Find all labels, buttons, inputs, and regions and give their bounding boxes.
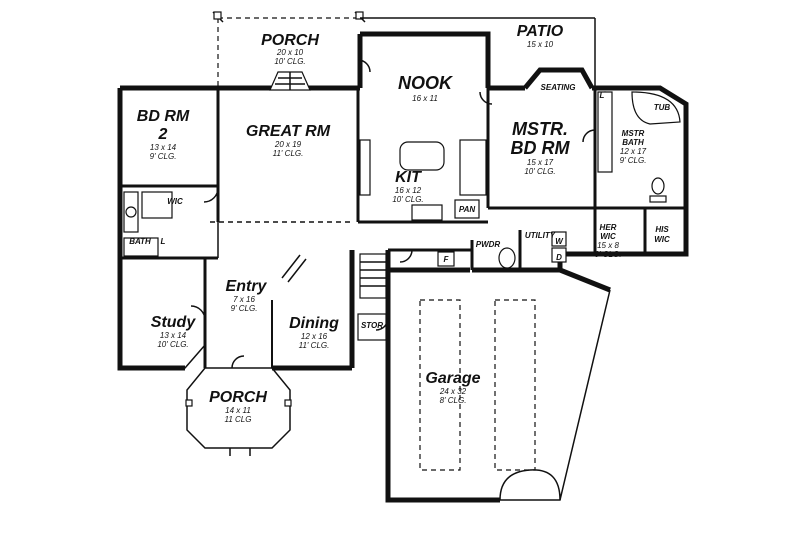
kitchen-counter-icon [359,139,487,221]
room-entry: Entry 7 x 16 9' CLG. [226,278,268,313]
room-her-wic: HER WIC 15 x 8 9' CLG. [595,223,622,259]
svg-text:2: 2 [158,126,168,143]
room-nook: NOOK 16 x 11 [398,73,454,103]
tub-icon [631,91,681,125]
entry-stair-icon [281,254,307,283]
room-patio: PATIO 15 x 10 [517,23,564,49]
room-great-rm: GREAT RM 20 x 19 11' CLG. [246,123,331,158]
room-kit: KIT 16 x 12 10' CLG. [392,169,423,204]
svg-text:11 CLG: 11 CLG [225,415,252,424]
svg-text:16 x 11: 16 x 11 [412,94,438,103]
svg-text:9' CLG.: 9' CLG. [595,250,622,259]
toilet-icon [649,177,667,203]
pwdr-label: PWDR [476,240,501,249]
svg-text:12 x 16: 12 x 16 [301,332,328,341]
stor-label: STOR [361,321,383,330]
svg-text:11' CLG.: 11' CLG. [299,341,330,350]
svg-text:BATH: BATH [622,138,644,147]
rear-porch-outline [212,11,366,88]
garage-storage [357,313,387,341]
d-label: D [556,253,562,262]
room-his-wic: HIS WIC [654,225,670,244]
room-mstr-bath: MSTR BATH 12 x 17 9' CLG. [620,129,647,165]
wic-label: WIC [167,197,183,206]
svg-text:10' CLG.: 10' CLG. [392,195,423,204]
room-study: Study 13 x 14 10' CLG. [151,314,197,349]
svg-text:GREAT RM: GREAT RM [246,123,331,140]
svg-text:24 x 32: 24 x 32 [439,387,467,396]
svg-text:8' CLG.: 8' CLG. [440,396,467,405]
svg-text:Garage: Garage [425,370,480,387]
fireplace-icon [269,71,311,91]
svg-text:Dining: Dining [289,315,339,332]
svg-text:9' CLG.: 9' CLG. [150,152,177,161]
room-porch-rear: PORCH 20 x 10 10' CLG. [261,32,319,66]
svg-text:11' CLG.: 11' CLG. [273,149,304,158]
br2-bath-fixtures [123,191,173,257]
svg-text:16 x 12: 16 x 12 [395,186,422,195]
door-swings [190,59,596,369]
svg-text:Entry: Entry [226,278,268,295]
pan-label: PAN [459,205,476,214]
svg-text:WIC: WIC [654,235,670,244]
l-label-bath: L [161,237,166,246]
room-dining: Dining 12 x 16 11' CLG. [289,315,339,350]
garage-outline [385,267,611,503]
svg-text:10' CLG.: 10' CLG. [274,57,305,66]
svg-text:14 x 11: 14 x 11 [225,406,251,415]
svg-text:MSTR: MSTR [622,129,645,138]
svg-text:WIC: WIC [600,232,616,241]
stairs-icon [359,253,387,299]
svg-text:Study: Study [151,314,197,331]
svg-text:PATIO: PATIO [517,23,564,40]
svg-text:20 x 19: 20 x 19 [274,140,302,149]
tub-label: TUB [654,103,671,112]
f-label: F [444,255,450,264]
pantry-icon [454,199,480,219]
svg-text:PORCH: PORCH [261,32,319,49]
room-mstr-bd-rm: MSTR. BD RM 15 x 17 10' CLG. [511,119,571,176]
svg-text:20 x 10: 20 x 10 [276,48,304,57]
svg-text:13 x 14: 13 x 14 [150,143,177,152]
bath-label: BATH [129,237,151,246]
washer-dryer-icon [551,231,567,263]
study-bay [119,258,206,369]
svg-text:BD RM: BD RM [137,108,190,125]
svg-text:7 x 16: 7 x 16 [233,295,255,304]
svg-text:HER: HER [600,223,617,232]
powder-fixtures [437,247,516,269]
svg-text:NOOK: NOOK [398,73,454,93]
kitchen-island-icon [399,141,445,171]
svg-text:BD RM: BD RM [511,138,571,158]
svg-text:9' CLG.: 9' CLG. [620,156,647,165]
svg-text:12 x 17: 12 x 17 [620,147,647,156]
svg-text:9' CLG.: 9' CLG. [231,304,258,313]
seating-label: SEATING [541,83,576,92]
l-label-mstr: L [600,91,605,100]
svg-text:MSTR.: MSTR. [512,119,568,139]
svg-text:13 x 14: 13 x 14 [160,331,187,340]
interior-walls [120,88,686,368]
patio-outline [360,17,596,88]
small-labels: SEATING TUB WIC BATH PAN PWDR UTILITY ST… [129,83,670,330]
room-porch-front: PORCH 14 x 11 11 CLG [209,389,267,424]
room-bd-rm2: BD RM 2 13 x 14 9' CLG. [137,108,190,161]
svg-text:KIT: KIT [395,169,422,186]
svg-text:15 x 17: 15 x 17 [527,158,554,167]
svg-text:PORCH: PORCH [209,389,267,406]
svg-text:HIS: HIS [655,225,669,234]
svg-text:10' CLG.: 10' CLG. [157,340,188,349]
w-label: W [555,237,564,246]
sink-icon [597,91,613,173]
utility-label: UTILITY [525,231,556,240]
svg-text:15 x 8: 15 x 8 [597,241,619,250]
svg-text:15 x 10: 15 x 10 [527,40,554,49]
svg-text:10' CLG.: 10' CLG. [524,167,555,176]
room-garage: Garage 24 x 32 8' CLG. [425,370,480,405]
front-porch-outline [185,367,292,456]
